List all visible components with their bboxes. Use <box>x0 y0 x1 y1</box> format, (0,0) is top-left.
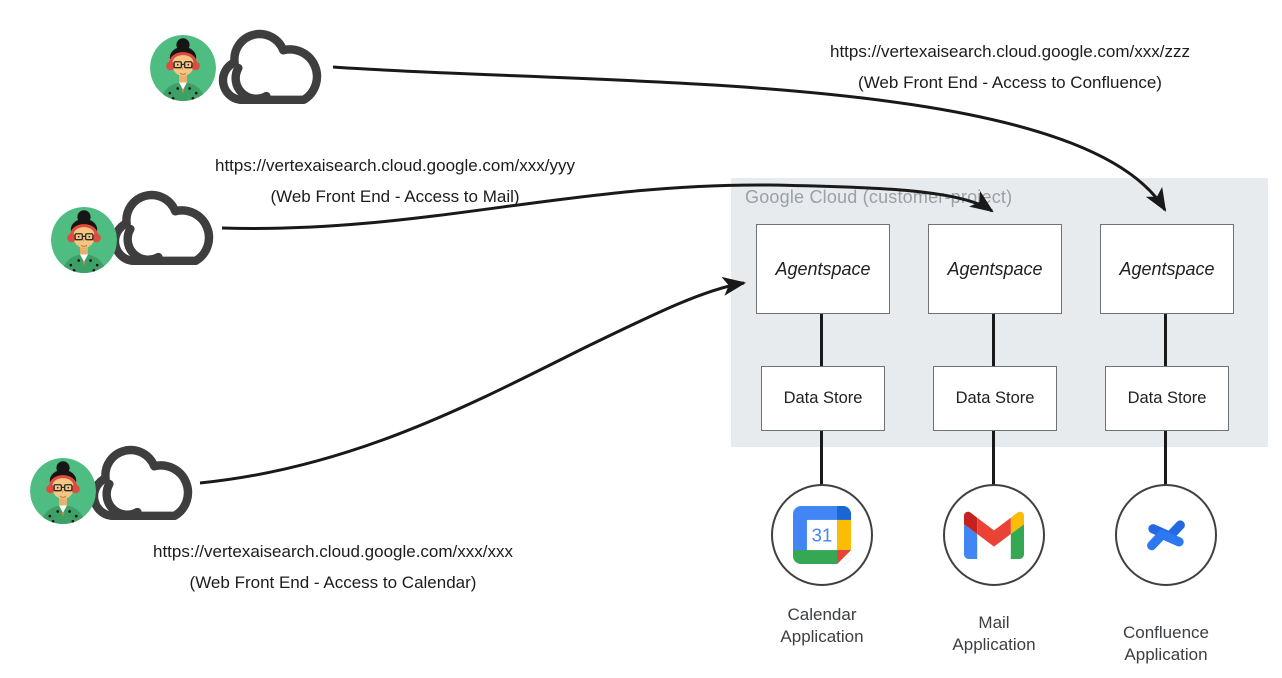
cloud-icon <box>110 190 214 265</box>
mail-app-circle <box>943 484 1045 586</box>
confluence-app-circle <box>1115 484 1217 586</box>
cloud-icon <box>89 445 193 520</box>
datastore-label: Data Store <box>783 389 863 407</box>
mail-app-label: Mail Application <box>952 613 1036 654</box>
datastore-box-mail: Data Store <box>933 366 1057 431</box>
user-avatar-middle <box>51 207 117 273</box>
endpoint-url: https://vertexaisearch.cloud.google.com/… <box>153 542 513 561</box>
connector-agentspace-datastore-1 <box>820 311 823 368</box>
headset-band <box>168 52 198 65</box>
user-avatar-bottom <box>30 458 96 524</box>
cloud-icon <box>218 29 322 104</box>
datastore-box-confluence: Data Store <box>1105 366 1229 431</box>
agentspace-label: Agentspace <box>775 258 871 279</box>
endpoint-caption: (Web Front End - Access to Calendar) <box>189 573 477 592</box>
headset-earpad <box>191 61 200 71</box>
endpoint-url: https://vertexaisearch.cloud.google.com/… <box>830 42 1190 61</box>
gmail-icon <box>964 511 1024 559</box>
connector-datastore-app-2 <box>992 428 995 486</box>
endpoint-calendar: https://vertexaisearch.cloud.google.com/… <box>73 536 593 598</box>
endpoint-caption: (Web Front End - Access to Mail) <box>270 187 520 206</box>
connector-agentspace-datastore-2 <box>992 311 995 368</box>
agentspace-label: Agentspace <box>1119 258 1215 279</box>
agentspace-box-calendar: Agentspace <box>756 224 890 314</box>
agentspace-box-mail: Agentspace <box>928 224 1062 314</box>
calendar-app-label: Calendar Application <box>780 605 864 646</box>
connector-datastore-app-3 <box>1164 428 1167 486</box>
datastore-label: Data Store <box>1127 389 1207 407</box>
endpoint-url: https://vertexaisearch.cloud.google.com/… <box>215 156 575 175</box>
google-cloud-container-label: Google Cloud (customer-project) <box>745 187 1013 207</box>
google-calendar-icon: 31 <box>793 506 851 564</box>
endpoint-caption: (Web Front End - Access to Confluence) <box>858 73 1162 92</box>
endpoint-confluence: https://vertexaisearch.cloud.google.com/… <box>750 36 1270 98</box>
headset-earpad <box>166 61 175 71</box>
agentspace-box-confluence: Agentspace <box>1100 224 1234 314</box>
datastore-label: Data Store <box>955 389 1035 407</box>
datastore-box-calendar: Data Store <box>761 366 885 431</box>
endpoint-mail: https://vertexaisearch.cloud.google.com/… <box>135 150 655 212</box>
calendar-day-text: 31 <box>812 524 833 545</box>
confluence-icon <box>1147 520 1185 551</box>
connector-datastore-app-1 <box>820 428 823 486</box>
confluence-app-label: Confluence Application <box>1122 623 1209 664</box>
agentspace-label: Agentspace <box>947 258 1043 279</box>
calendar-app-circle: 31 <box>771 484 873 586</box>
connector-agentspace-datastore-3 <box>1164 311 1167 368</box>
arrow-user-to-calendar-agentspace <box>199 276 747 485</box>
user-avatar-top <box>150 35 216 101</box>
